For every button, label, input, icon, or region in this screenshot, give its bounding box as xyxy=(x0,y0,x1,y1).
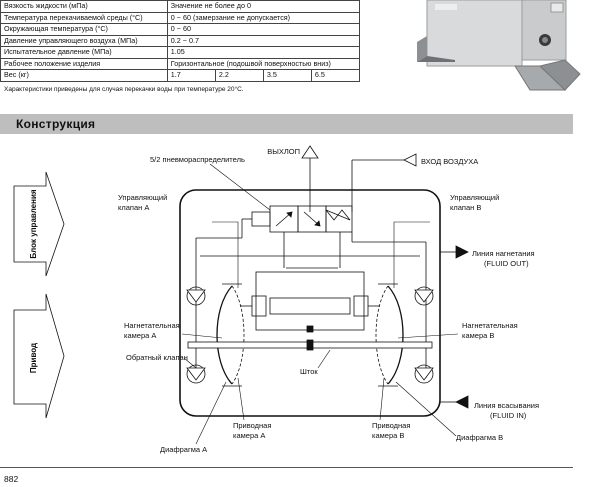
drive-label: Привод xyxy=(29,343,38,373)
spec-label: Рабочее положение изделия xyxy=(0,57,168,70)
shaft-marker xyxy=(306,339,314,351)
check-valve-top-left xyxy=(186,286,206,306)
footer-divider xyxy=(0,467,573,468)
control-valve-b: Управляющий клапан B xyxy=(353,193,501,317)
spool xyxy=(269,297,351,315)
discharge-line: Линия нагнетания (FLUID OUT) xyxy=(440,245,537,268)
spool-marker xyxy=(306,325,314,333)
pilot-valve-label: 5/2 пневмораспределитель xyxy=(150,155,245,164)
pump-chamber-a-label: Нагнетательная камера A xyxy=(124,321,182,340)
air-inlet-label: ВХОД ВОЗДУХА xyxy=(421,157,478,166)
diaphragm-b xyxy=(375,283,404,387)
shaft-label: Шток xyxy=(300,367,318,376)
table-row: Температура перекачиваемой среды (°C) 0 … xyxy=(0,11,361,24)
construction-diagram: Блок управления Привод ВЫХЛОП ВХОД ВОЗДУ… xyxy=(13,145,541,454)
page-number: 882 xyxy=(4,474,19,484)
check-valve-top-right xyxy=(414,286,434,306)
spec-label: Вязкость жидкости (мПа) xyxy=(0,0,168,13)
pilot-valve: 5/2 пневмораспределитель xyxy=(150,155,353,233)
spec-value: Горизонтальное (подошвой поверхностью вн… xyxy=(166,57,361,70)
spec-label: Температура перекачиваемой среды (°C) xyxy=(0,11,168,24)
diaphragm-b-label: Диафрагма B xyxy=(456,433,503,442)
table-row: Вязкость жидкости (мПа) Значение не боле… xyxy=(0,0,361,13)
control-valve-b-label: Управляющий клапан B xyxy=(450,193,501,212)
suction-line-label: Линия всасывания (FLUID IN) xyxy=(474,401,541,420)
air-lines xyxy=(195,219,427,378)
control-valve-a: Управляющий клапан A xyxy=(118,193,267,317)
spec-value: Значение не более до 0 xyxy=(166,0,361,13)
section-header: Конструкция xyxy=(0,114,573,134)
weight-value: 6.5 xyxy=(310,69,361,82)
drive-chamber-b-label: Приводная камера B xyxy=(372,421,413,440)
exhaust-port: ВЫХЛОП xyxy=(267,145,319,212)
table-row: Рабочее положение изделия Горизонтальное… xyxy=(0,57,361,70)
spec-label: Вес (кг) xyxy=(0,69,168,82)
section-title: Конструкция xyxy=(16,117,96,131)
control-valve-a-label: Управляющий клапан A xyxy=(118,193,169,212)
air-inlet-port: ВХОД ВОЗДУХА xyxy=(351,153,478,212)
table-row: Вес (кг) 1.7 2.2 3.5 6.5 xyxy=(0,69,361,82)
spec-label: Испытательное давление (МПа) xyxy=(0,46,168,59)
spec-value: 0 ~ 60 xyxy=(166,23,361,36)
diaphragm-a-label: Диафрагма A xyxy=(160,445,207,454)
table-row: Давление управляющего воздуха (МПа) 0.2 … xyxy=(0,34,361,47)
drive-chamber-a-label: Приводная камера A xyxy=(233,421,274,440)
table-row: Окружающая температура (°C) 0 ~ 60 xyxy=(0,23,361,36)
table-row: Испытательное давление (МПа) 1.05 xyxy=(0,46,361,59)
check-valve-bottom-right xyxy=(414,364,434,384)
diaphragm-a xyxy=(216,283,245,387)
spec-value: 0.2 ~ 0.7 xyxy=(166,34,361,47)
table-note: Характеристики приведены для случая пере… xyxy=(4,86,244,93)
drive-arrow: Привод xyxy=(13,293,65,419)
suction-line: Линия всасывания (FLUID IN) xyxy=(440,395,541,420)
spec-label: Давление управляющего воздуха (МПа) xyxy=(0,34,168,47)
weight-value: 2.2 xyxy=(214,69,264,82)
spec-value: 1.05 xyxy=(166,46,361,59)
spec-value: 0 ~ 60 (замерзание не допускается) xyxy=(166,11,361,24)
product-photo xyxy=(417,0,581,91)
check-valve-label: Обратный клапан xyxy=(126,353,188,362)
spec-label: Окружающая температура (°C) xyxy=(0,23,168,36)
specs-table: Вязкость жидкости (мПа) Значение не боле… xyxy=(0,0,361,82)
discharge-line-label: Линия нагнетания (FLUID OUT) xyxy=(472,249,537,268)
weight-value: 3.5 xyxy=(262,69,312,82)
control-block-label: Блок управления xyxy=(29,189,38,258)
exhaust-label: ВЫХЛОП xyxy=(267,147,300,156)
pump-chamber-b-label: Нагнетательная камера B xyxy=(462,321,520,340)
control-block-arrow: Блок управления xyxy=(13,171,65,277)
weight-value: 1.7 xyxy=(166,69,216,82)
